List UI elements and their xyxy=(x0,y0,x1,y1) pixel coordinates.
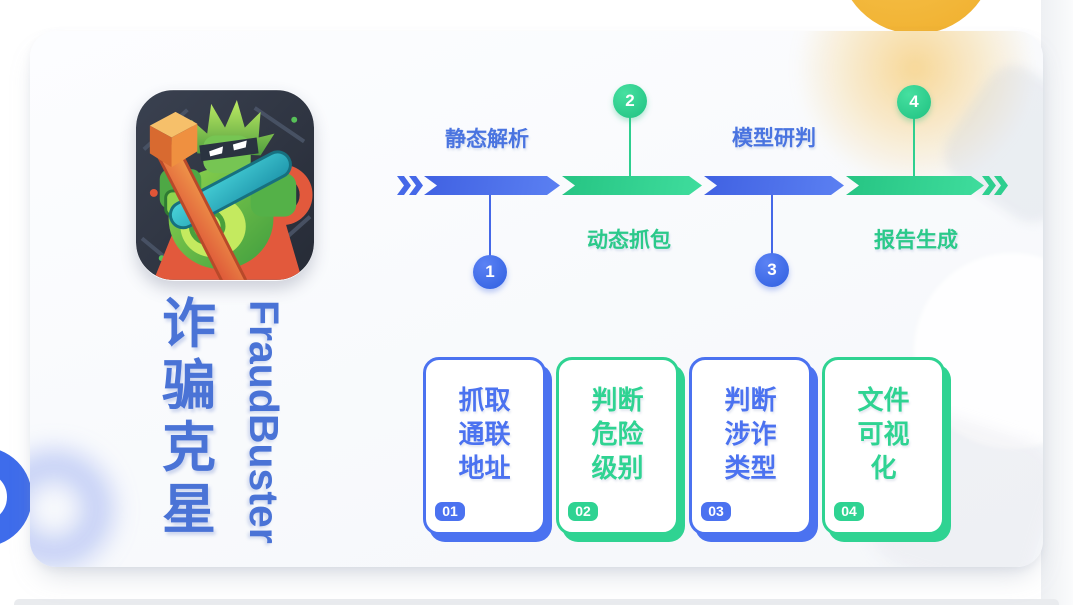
feature-number-badge: 01 xyxy=(435,502,465,521)
feature-text: 级别 xyxy=(591,453,644,483)
step-number: 3 xyxy=(767,260,777,279)
step-3-marker: 3 xyxy=(755,253,789,287)
title-char: 诈 xyxy=(162,294,216,354)
feature-number-badge: 02 xyxy=(568,502,598,521)
step-2-marker: 2 xyxy=(613,84,647,118)
title-char: 克 xyxy=(162,418,216,478)
feature-card-3: 判断 涉诈 类型 03 xyxy=(689,357,812,535)
feature-card-4: 文件 可视 化 04 xyxy=(822,357,945,535)
step-3-connector xyxy=(771,195,773,254)
fraudbuster-mascot-icon xyxy=(136,89,314,281)
timeline-segment-1 xyxy=(424,176,560,195)
timeline-end-chevron-icon xyxy=(994,176,1008,195)
app-title-english: FraudBuster xyxy=(241,300,287,544)
step-number: 4 xyxy=(909,92,919,111)
feature-text: 抓取 xyxy=(458,385,511,415)
timeline-segment-4 xyxy=(846,176,984,195)
step-1-label: 静态解析 xyxy=(445,128,529,151)
step-number: 1 xyxy=(485,262,495,281)
feature-text: 判断 xyxy=(724,385,777,415)
background-right-band xyxy=(1041,0,1073,605)
step-4-connector xyxy=(913,118,915,176)
feature-text: 涉诈 xyxy=(724,419,777,449)
step-2-label: 动态抓包 xyxy=(587,229,671,252)
app-title-chinese: 诈 骗 克 星 xyxy=(160,293,218,541)
timeline-start-chevron-icon xyxy=(397,176,411,195)
feature-text: 危险 xyxy=(591,419,644,449)
step-4-marker: 4 xyxy=(897,85,931,119)
feature-text: 判断 xyxy=(591,385,644,415)
step-4-label: 报告生成 xyxy=(874,229,958,252)
background-bottom-strip xyxy=(14,599,1059,605)
step-1-marker: 1 xyxy=(473,255,507,289)
feature-text: 化 xyxy=(870,453,897,483)
feature-text: 通联 xyxy=(458,419,511,449)
timeline-segment-3 xyxy=(704,176,844,195)
step-2-connector xyxy=(629,117,631,176)
step-3-label: 模型研判 xyxy=(732,127,816,150)
feature-text: 文件 xyxy=(857,385,910,415)
title-char: 骗 xyxy=(162,356,216,416)
timeline-segment-2 xyxy=(562,176,702,195)
feature-text: 地址 xyxy=(458,453,511,483)
timeline-end-chevron-icon xyxy=(982,176,996,195)
timeline-start-chevron-icon xyxy=(409,176,423,195)
step-number: 2 xyxy=(625,91,635,110)
feature-card-1: 抓取 通联 地址 01 xyxy=(423,357,546,535)
feature-number-badge: 04 xyxy=(834,502,864,521)
feature-card-2: 判断 危险 级别 02 xyxy=(556,357,679,535)
feature-text: 类型 xyxy=(724,453,777,483)
feature-number-badge: 03 xyxy=(701,502,731,521)
step-1-connector xyxy=(489,195,491,256)
feature-text: 可视 xyxy=(857,419,910,449)
title-char: 星 xyxy=(162,480,216,540)
